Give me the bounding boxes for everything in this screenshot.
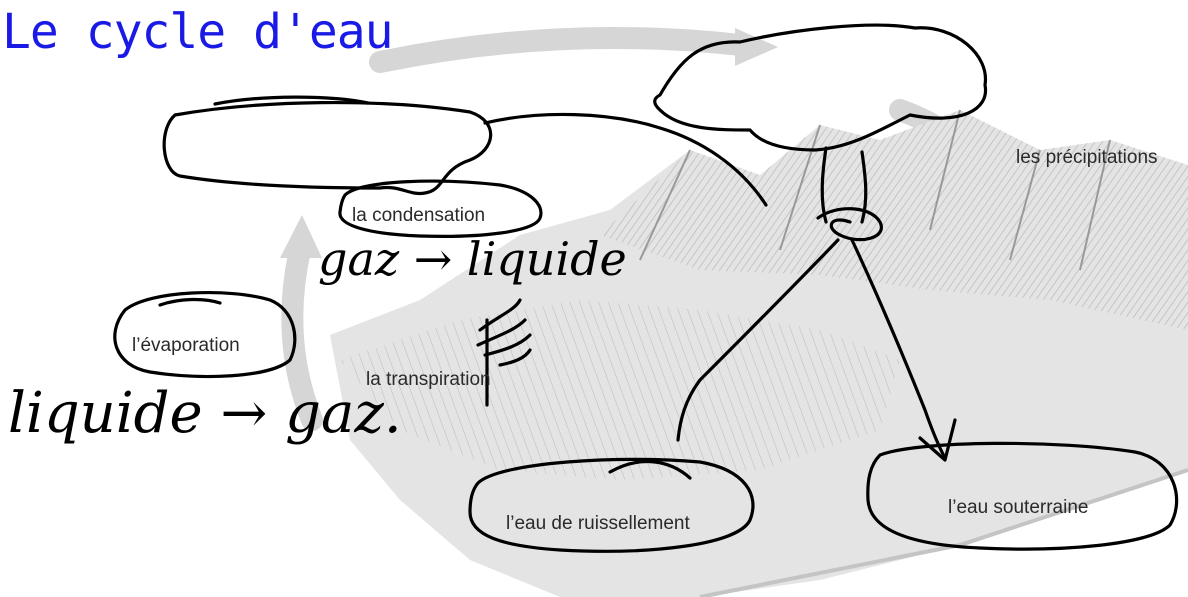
cloud-connector-line [483, 112, 768, 207]
ruissellement-circle [468, 457, 755, 553]
top-arc-arrow [369, 26, 751, 73]
transpiration-wisp-3 [483, 333, 532, 357]
condensation-circle [338, 179, 543, 238]
evaporation-mark [158, 297, 222, 307]
left-arc-arrowhead [280, 215, 322, 258]
precipitation-knot [816, 207, 883, 242]
diagram-title: Le cycle d'eau [2, 4, 394, 60]
transpiration-wisp-2 [476, 318, 527, 347]
souterraine-circle [866, 441, 1179, 551]
transpiration-wisp-1 [478, 298, 522, 332]
precipitations-label: les précipitations [1016, 147, 1158, 168]
block-front-edge [699, 468, 1188, 597]
precipitation-fall-line [820, 146, 828, 224]
runoff-arrow-line [676, 238, 840, 442]
groundwater-arrowhead [918, 418, 957, 462]
handwritten-gas-to-liquid: gaz → liquide [318, 232, 627, 286]
transpiration-label: la transpiration [366, 369, 491, 390]
evaporation-circle [113, 290, 297, 379]
right-cloud-drawing [653, 23, 988, 152]
handwritten-ink [113, 23, 1179, 553]
ruissellement-label: l’eau de ruissellement [506, 513, 690, 534]
left-arc-arrow [281, 239, 323, 431]
condensation-label: la condensation [352, 205, 486, 226]
souterraine-label: l’eau souterraine [948, 497, 1089, 518]
runoff-wave [608, 459, 692, 480]
handwritten-liquid-to-gas: liquide → gaz. [8, 381, 402, 446]
groundwater-arrow-line [850, 238, 947, 460]
mountain-shading [600, 110, 1188, 330]
top-arc-arrowhead [735, 28, 778, 66]
ridge-lines [639, 109, 1111, 271]
transpiration-wisp-4 [498, 348, 532, 367]
precipitation-fall-line-2 [860, 150, 868, 224]
left-cloud-drawing [162, 100, 493, 196]
evaporation-label: l’évaporation [132, 335, 240, 356]
left-cloud-top-line [213, 95, 370, 106]
